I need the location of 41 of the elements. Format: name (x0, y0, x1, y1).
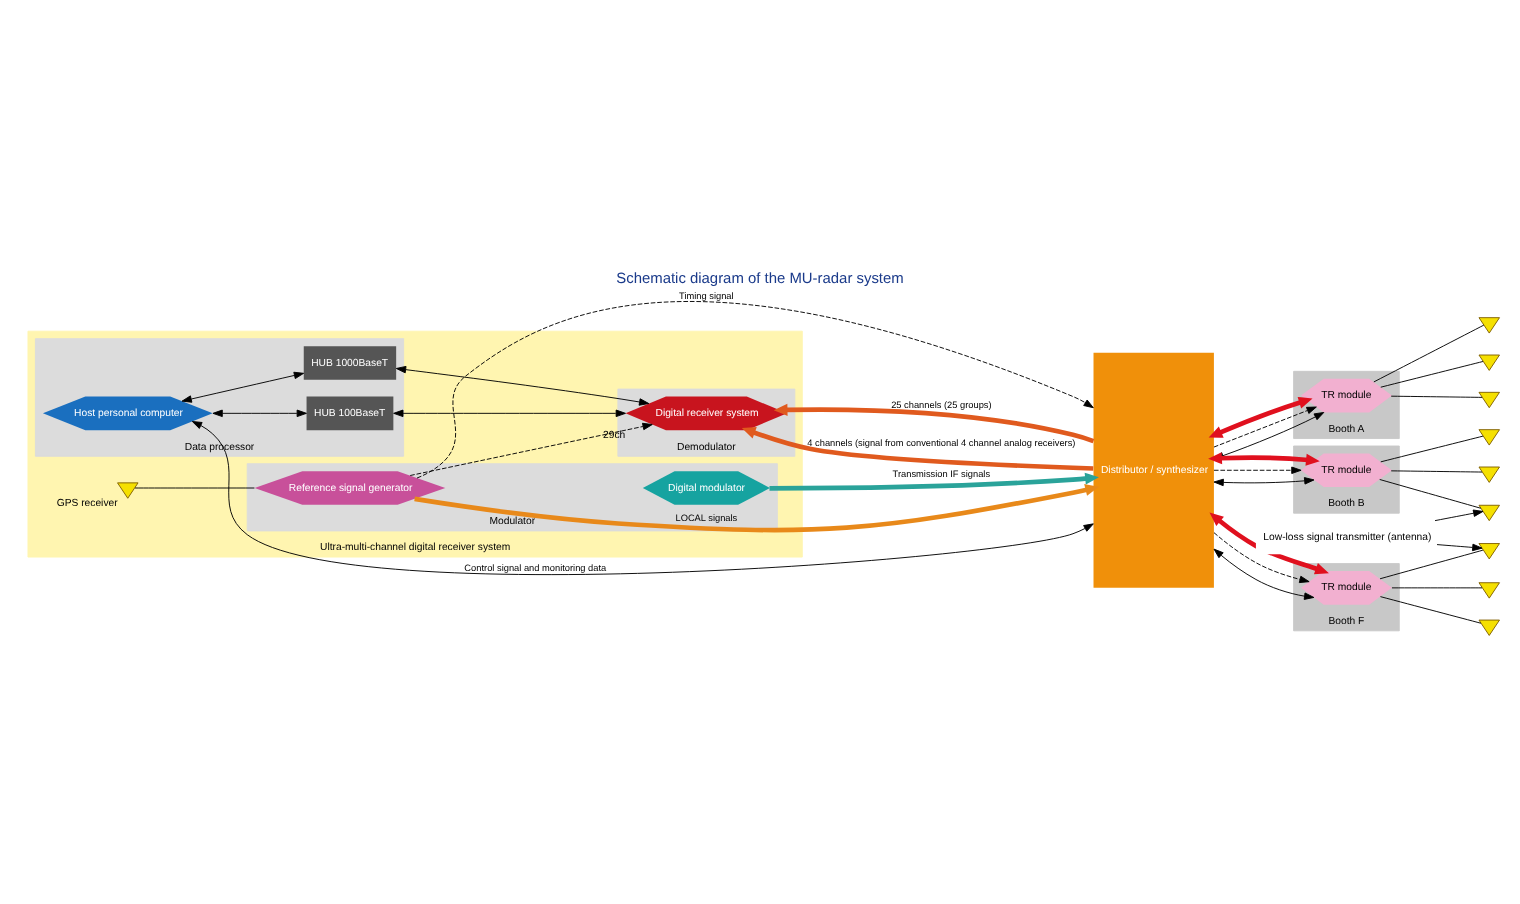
arrow (409, 421, 653, 475)
node-triangle (1478, 542, 1500, 559)
arrow (1434, 508, 1484, 521)
arrow (416, 300, 1094, 478)
arrow (1213, 531, 1310, 583)
node-triangle (1478, 503, 1500, 521)
arrow (741, 426, 1094, 470)
node-triangle (1478, 618, 1500, 635)
node-triangle (1478, 316, 1500, 333)
arrow (212, 408, 307, 417)
connector (1379, 595, 1482, 623)
arrow (1436, 542, 1483, 551)
node-triangle (1478, 390, 1500, 408)
arrow (1213, 547, 1315, 599)
connector (1380, 360, 1484, 387)
arrow (769, 471, 1099, 490)
connector (1391, 586, 1483, 588)
arrow (1209, 511, 1329, 574)
arrow (1213, 465, 1302, 473)
connector (1390, 394, 1483, 397)
node-triangle (1478, 353, 1500, 370)
arrow (1213, 405, 1317, 447)
arrow (1213, 476, 1315, 486)
arrow (191, 420, 1094, 574)
connector (134, 486, 255, 488)
connector (1379, 548, 1484, 579)
connector (1390, 469, 1483, 472)
arrow (393, 408, 626, 417)
arrow (1208, 395, 1313, 437)
node-triangle (1478, 465, 1500, 482)
arrow (181, 370, 305, 402)
arrow (773, 402, 1095, 443)
diagram-title: Schematic diagram of the MU-radar system (616, 268, 904, 287)
node-triangle (117, 481, 139, 498)
node-triangle (1478, 428, 1500, 445)
connector (1380, 434, 1484, 462)
arrow (414, 483, 1099, 532)
node-triangle (1478, 581, 1500, 598)
arrow (395, 364, 650, 405)
connector (1379, 478, 1482, 508)
connector (1373, 323, 1485, 382)
